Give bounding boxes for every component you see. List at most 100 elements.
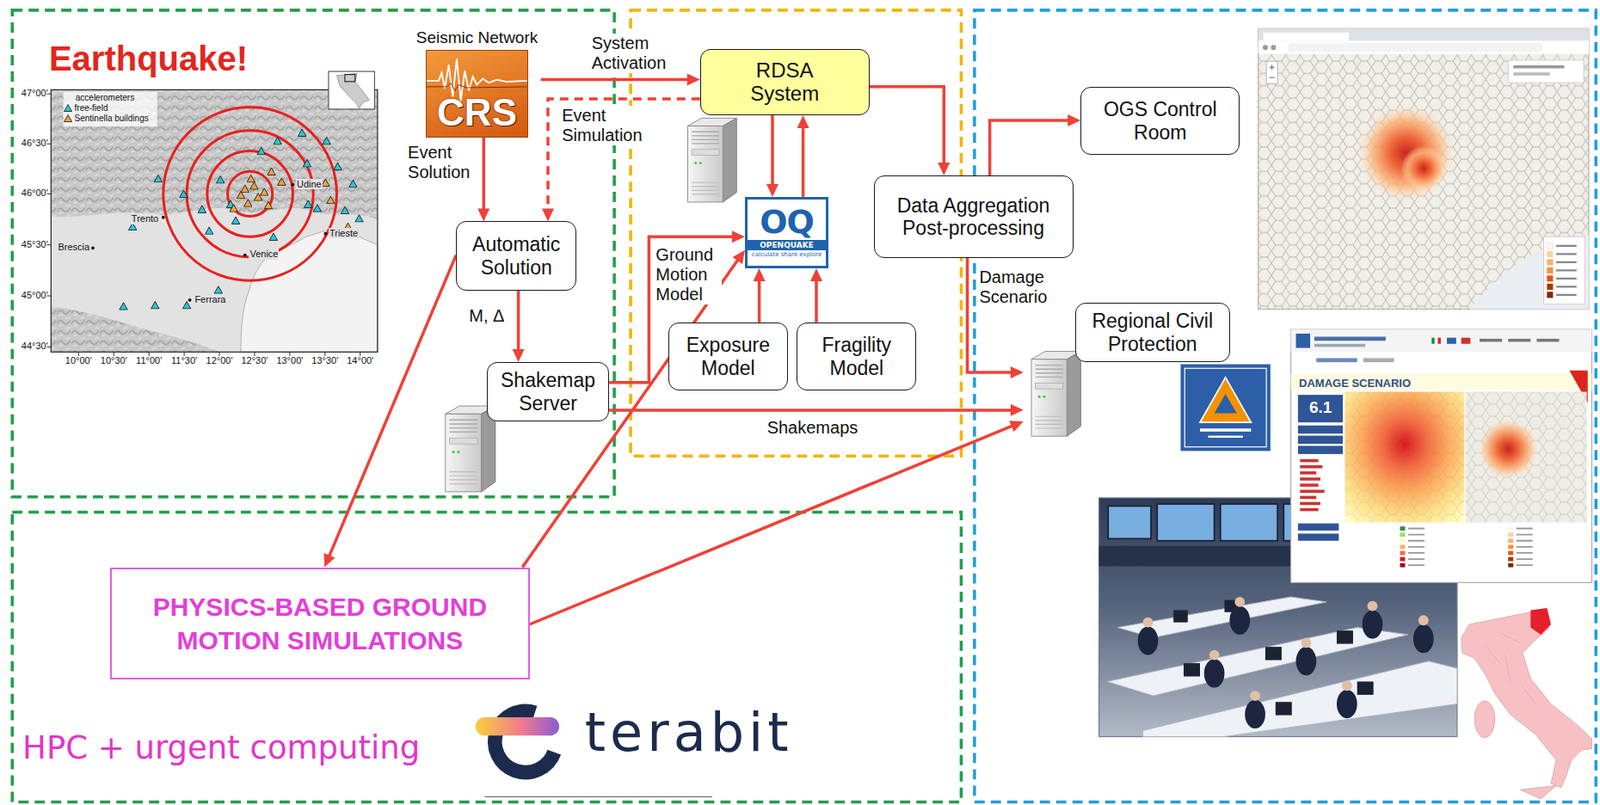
legend-text: free-field: [74, 103, 109, 114]
civil-protection-logo: [1207, 436, 1243, 438]
connector-arrow: [541, 73, 701, 87]
connector-line: [869, 86, 945, 164]
seismic-map: [231, 216, 240, 224]
logo-text: OPENQUAKE: [747, 240, 826, 251]
civil-protection-logo: [1200, 428, 1251, 432]
legend-text: Sentinella buildings: [74, 113, 149, 124]
arrow-head: [687, 73, 701, 87]
seismic-map: [47, 93, 361, 357]
control-room-photo: [1173, 609, 1188, 622]
seismic-map: [321, 178, 330, 186]
seismic-map: [322, 136, 331, 144]
terabit-logo: [486, 702, 565, 782]
damage-scenario-screenshot: [1298, 445, 1343, 454]
webgis-screenshot: [1287, 43, 1544, 53]
seismic-map: [151, 301, 160, 308]
label-box: Regional Civil Protection: [1075, 302, 1231, 363]
control-room-photo: [1107, 504, 1294, 542]
server-icon: [445, 406, 496, 493]
webgis-screenshot: [1546, 258, 1553, 265]
seismic-map: [227, 171, 273, 216]
axis-tick: 12°00': [206, 355, 234, 367]
seismic-map: [344, 74, 356, 82]
simulation-box: PHYSICS-BASED GROUND MOTION SIMULATIONS: [110, 567, 530, 680]
damage-scenario-screenshot: [1507, 538, 1514, 543]
axis-tick: 46°00': [21, 187, 49, 199]
control-room-photo: [1234, 596, 1245, 608]
server-icon: [688, 117, 738, 203]
damage-scenario-screenshot: [1363, 357, 1395, 363]
edge-label: Event Simulation: [560, 105, 650, 146]
legend-swatch: [63, 114, 73, 123]
city-label: Trieste: [328, 227, 359, 240]
seismic-map: [119, 129, 364, 310]
damage-scenario-screenshot: [1408, 529, 1533, 567]
axis-tick: 11°30': [171, 355, 197, 367]
process-box: Automatic Solution: [455, 221, 577, 291]
control-room-photo: [1336, 689, 1358, 719]
axis-tick: 11°00': [135, 355, 162, 367]
italy-map: [1474, 701, 1496, 739]
seismic-map: [257, 147, 265, 154]
axis-tick: 45°30': [21, 239, 49, 251]
control-room-photo: [1249, 690, 1261, 702]
openquake-logo: OQOPENQUAKEcalculate share explore: [744, 196, 829, 269]
axis-tick: 46°30': [21, 137, 49, 149]
edge-label: Shakemaps: [765, 418, 861, 438]
city-label: Trento: [130, 213, 160, 225]
seismic-map: [182, 301, 191, 308]
model-box: Fragility Model: [796, 322, 917, 391]
axis-tick: 45°00': [21, 289, 49, 302]
damage-scenario-screenshot: [1536, 338, 1559, 343]
damage-scenario-screenshot: [1464, 392, 1587, 524]
control-room-photo: [1138, 606, 1434, 729]
seismic-map: [240, 228, 378, 352]
control-room-photo: [1107, 505, 1151, 539]
webgis-screenshot: [1513, 72, 1551, 76]
webgis-screenshot: [1513, 65, 1564, 69]
seismic-map: [50, 306, 220, 352]
connector-arrow: [869, 86, 951, 176]
axis-tick: 13°30': [311, 355, 339, 367]
control-room-photo: [1099, 498, 1458, 738]
connector-line: [547, 98, 701, 210]
connector-line: [329, 255, 457, 557]
webgis-screenshot: [1269, 64, 1275, 78]
webgis-screenshot: [1258, 54, 1589, 310]
webgis-screenshot: [1258, 28, 1589, 41]
seismic-map: [269, 233, 277, 240]
webgis-screenshot: [1546, 242, 1553, 249]
terabit-logo: [475, 717, 560, 736]
legend-triangle: [63, 115, 72, 123]
seismic-map: [328, 71, 375, 110]
axis-tick: 13°00': [276, 355, 303, 367]
seismic-map: [313, 204, 321, 212]
connector-line: [516, 290, 521, 351]
server-icon: [1031, 351, 1081, 437]
control-room-photo: [1143, 596, 1429, 702]
damage-scenario-screenshot: [1299, 483, 1318, 487]
damage-scenario-screenshot: [1507, 557, 1514, 562]
damage-scenario-screenshot: [1437, 338, 1441, 345]
edge-label: Event Solution: [406, 142, 479, 183]
damage-scenario-screenshot: [1431, 338, 1435, 345]
damage-scenario-screenshot: [1314, 344, 1366, 348]
damage-scenario-screenshot: [1298, 436, 1343, 444]
damage-scenario-screenshot: [1507, 563, 1514, 568]
webgis-screenshot: [1258, 28, 1589, 309]
control-room-photo: [1229, 606, 1250, 635]
damage-scenario-screenshot: [1298, 394, 1343, 423]
section-label: HPC + urgent computing: [22, 730, 420, 768]
box-label: Data Aggregation Post-processing: [882, 194, 1065, 240]
damage-scenario-screenshot: [1477, 418, 1539, 480]
system-box: RDSA System: [700, 49, 870, 116]
seismic-map: [119, 302, 128, 310]
damage-scenario-screenshot: [1400, 538, 1406, 543]
damage-scenario-screenshot: [1344, 392, 1465, 524]
box-label: Exposure Model: [679, 333, 776, 380]
damage-scenario-screenshot: [1400, 551, 1406, 556]
process-box: OGS Control Room: [1080, 86, 1240, 155]
connector-arrow: [797, 115, 810, 197]
control-room-photo: [1099, 498, 1458, 738]
control-room-photo: [1357, 681, 1374, 695]
